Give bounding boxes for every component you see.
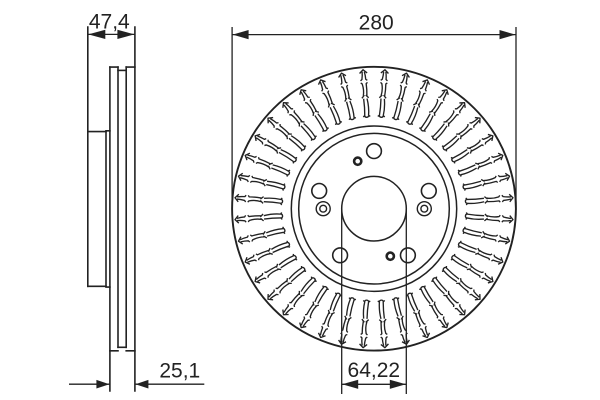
svg-text:64,22: 64,22 (348, 359, 401, 382)
svg-text:280: 280 (359, 12, 394, 35)
svg-text:47,4: 47,4 (89, 11, 130, 34)
svg-text:25,1: 25,1 (159, 360, 200, 383)
